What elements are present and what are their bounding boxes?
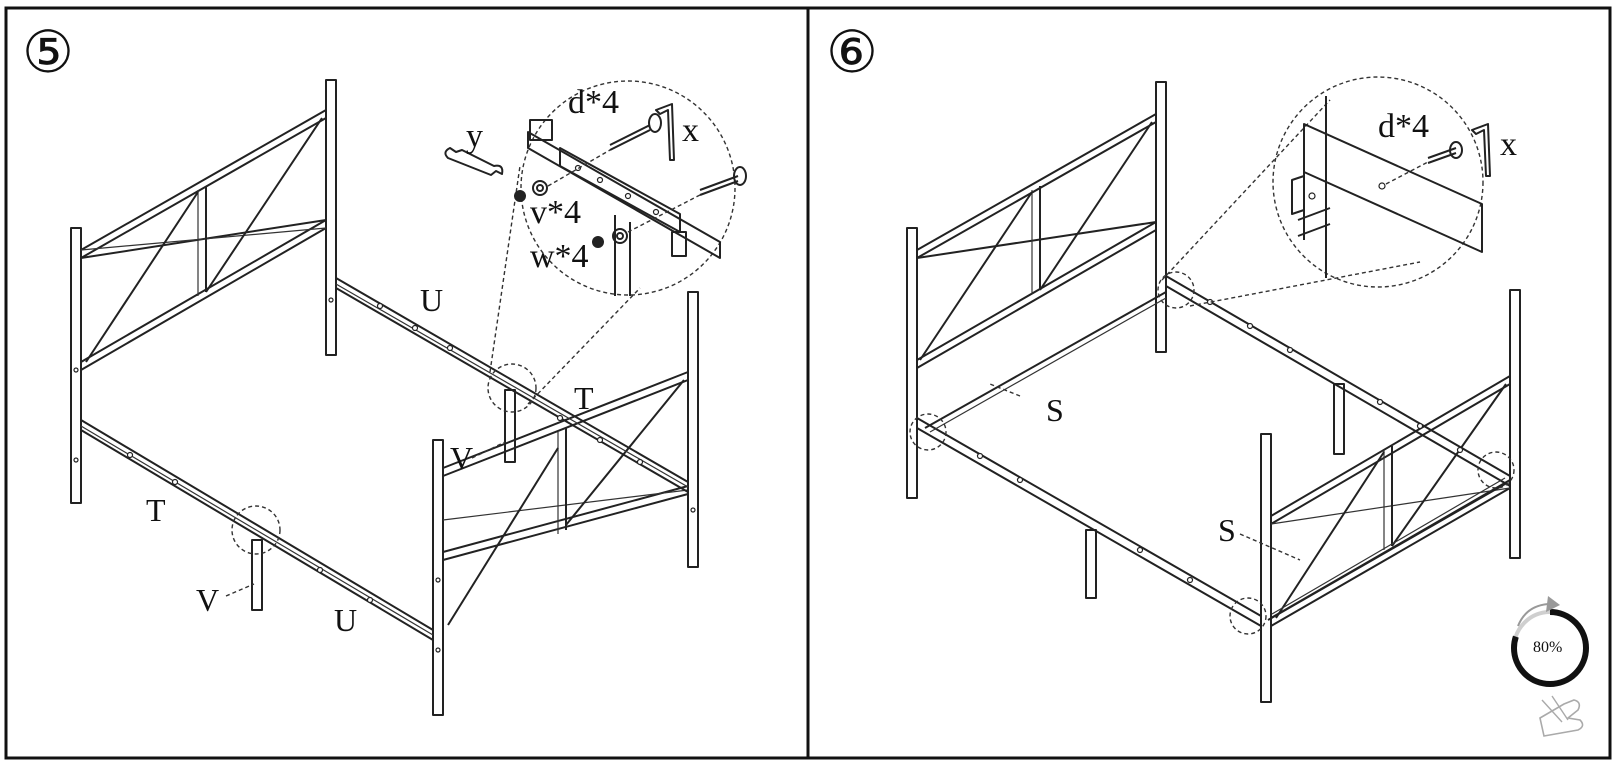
label-v-back: V (450, 440, 474, 476)
label-w-nuts: w*4 (530, 238, 589, 275)
progress-arc (1511, 609, 1589, 687)
hex-key-icon (1471, 123, 1491, 177)
refresh-arrow-icon (1517, 596, 1560, 627)
step6-headboard (906, 81, 1167, 499)
label-s-back: S (1046, 392, 1064, 428)
step6-footboard (1260, 289, 1521, 703)
label-u-front: U (334, 602, 358, 638)
label-y-wrench: y (466, 118, 483, 155)
step6-joint-circle-3 (1229, 597, 1267, 635)
step6-slats (924, 291, 1506, 621)
progress-percent: 80% (1533, 639, 1563, 656)
progress-ring (1511, 609, 1589, 687)
step5-front-rail (80, 419, 434, 641)
step5-callout-line-2 (527, 287, 641, 405)
step6-joint-circle-1 (1157, 271, 1195, 309)
step5-zoom-detail (514, 80, 747, 296)
hex-key-icon (655, 103, 675, 161)
hand-icon (1539, 695, 1584, 737)
step5-joint-circle-back (487, 363, 537, 413)
label-x-key: x (682, 112, 699, 149)
label-s-front: S (1218, 512, 1236, 548)
step5-bed-frame (70, 79, 747, 716)
wrench-icon (444, 147, 504, 176)
label-t-front: T (146, 492, 166, 528)
step6-joint-circle-4 (1477, 451, 1515, 489)
label-t-back: T (574, 380, 594, 416)
step6-rail-holes (976, 298, 1464, 584)
step6-side-rails (916, 275, 1511, 627)
label-v-washers: v*4 (530, 194, 581, 231)
step5-rail-holes (73, 297, 696, 653)
label-v-front: V (196, 582, 220, 618)
step5-back-rail (335, 277, 689, 493)
step6-zoom-detail (1272, 76, 1484, 288)
label-x-key-6: x (1500, 126, 1517, 163)
label-d-bolts: d*4 (568, 84, 619, 121)
label-d-bolts-6: d*4 (1378, 108, 1429, 145)
step5-footboard (432, 291, 699, 716)
step5-headboard (70, 79, 337, 504)
label-u-back: U (420, 282, 444, 318)
step-number-5: ⑤ (22, 20, 74, 85)
step6-bed-frame (906, 76, 1521, 703)
step5-joint-circle-front (231, 505, 281, 555)
step-number-6: ⑥ (826, 20, 878, 85)
step6-joint-circle-2 (909, 413, 947, 451)
